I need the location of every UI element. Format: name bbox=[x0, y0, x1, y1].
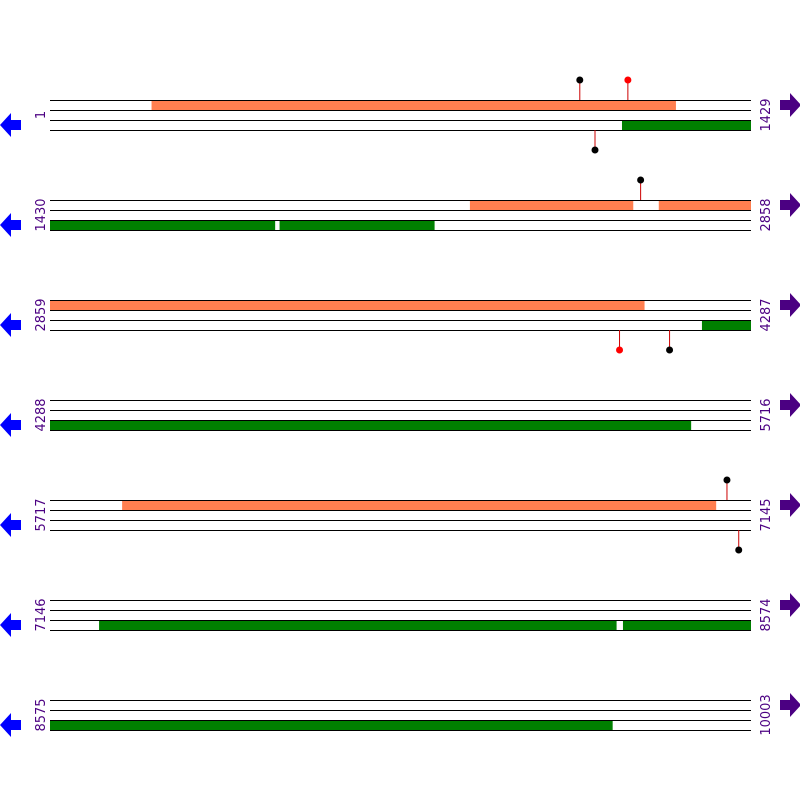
right-arrow-icon bbox=[780, 593, 800, 617]
left-arrow-icon bbox=[0, 613, 21, 637]
forward-feature-bar bbox=[469, 200, 634, 210]
reverse-feature-bar bbox=[99, 620, 617, 630]
row-end-label: 4287 bbox=[759, 298, 774, 331]
left-arrow-icon bbox=[0, 113, 21, 137]
marker-dot bbox=[637, 176, 645, 184]
sequence-row: 5717 7145 bbox=[0, 476, 800, 554]
left-arrow-icon bbox=[0, 713, 21, 737]
sequence-row: 7146 8574 bbox=[0, 593, 800, 637]
row-end-label: 8574 bbox=[759, 598, 774, 631]
right-arrow-icon bbox=[780, 93, 800, 117]
forward-feature-bar bbox=[151, 100, 676, 110]
marker-dot bbox=[666, 346, 674, 354]
row-end-label: 10003 bbox=[759, 694, 774, 735]
reverse-feature-bar bbox=[279, 220, 435, 230]
reverse-feature-bar bbox=[50, 720, 613, 730]
sequence-row: 2859 4287 bbox=[0, 293, 800, 354]
row-start-label: 7146 bbox=[34, 598, 49, 631]
marker-dot bbox=[591, 146, 599, 154]
row-start-label: 1 bbox=[34, 111, 49, 119]
row-start-label: 2859 bbox=[34, 298, 49, 331]
row-start-label: 5717 bbox=[34, 498, 49, 531]
left-arrow-icon bbox=[0, 313, 21, 337]
forward-feature-bar bbox=[50, 300, 645, 310]
sequence-row: 8575 10003 bbox=[0, 693, 800, 737]
sequence-row: 1430 2858 bbox=[0, 176, 800, 237]
right-arrow-icon bbox=[780, 393, 800, 417]
reverse-feature-bar bbox=[701, 320, 751, 330]
marker-dot bbox=[723, 476, 731, 484]
marker-dot bbox=[624, 76, 632, 84]
marker-dot bbox=[735, 546, 743, 554]
row-end-label: 5716 bbox=[759, 398, 774, 431]
row-end-label: 7145 bbox=[759, 498, 774, 531]
left-arrow-icon bbox=[0, 413, 21, 437]
right-arrow-icon bbox=[780, 293, 800, 317]
row-end-label: 1429 bbox=[759, 98, 774, 131]
reverse-feature-bar bbox=[50, 220, 276, 230]
reverse-feature-bar bbox=[622, 620, 751, 630]
right-arrow-icon bbox=[780, 693, 800, 717]
left-arrow-icon bbox=[0, 213, 21, 237]
sequence-row: 4288 5716 bbox=[0, 393, 800, 437]
row-end-label: 2858 bbox=[759, 198, 774, 231]
left-arrow-icon bbox=[0, 513, 21, 537]
marker-dot bbox=[616, 346, 624, 354]
marker-dot bbox=[576, 76, 584, 84]
reverse-feature-bar bbox=[50, 420, 692, 430]
reverse-feature-bar bbox=[621, 120, 751, 130]
right-arrow-icon bbox=[780, 193, 800, 217]
row-start-label: 8575 bbox=[34, 698, 49, 731]
forward-feature-bar bbox=[122, 500, 717, 510]
right-arrow-icon bbox=[780, 493, 800, 517]
sequence-row: 1 1429 bbox=[0, 76, 800, 154]
row-start-label: 1430 bbox=[34, 198, 49, 231]
row-start-label: 4288 bbox=[34, 398, 49, 431]
forward-feature-bar bbox=[658, 200, 751, 210]
